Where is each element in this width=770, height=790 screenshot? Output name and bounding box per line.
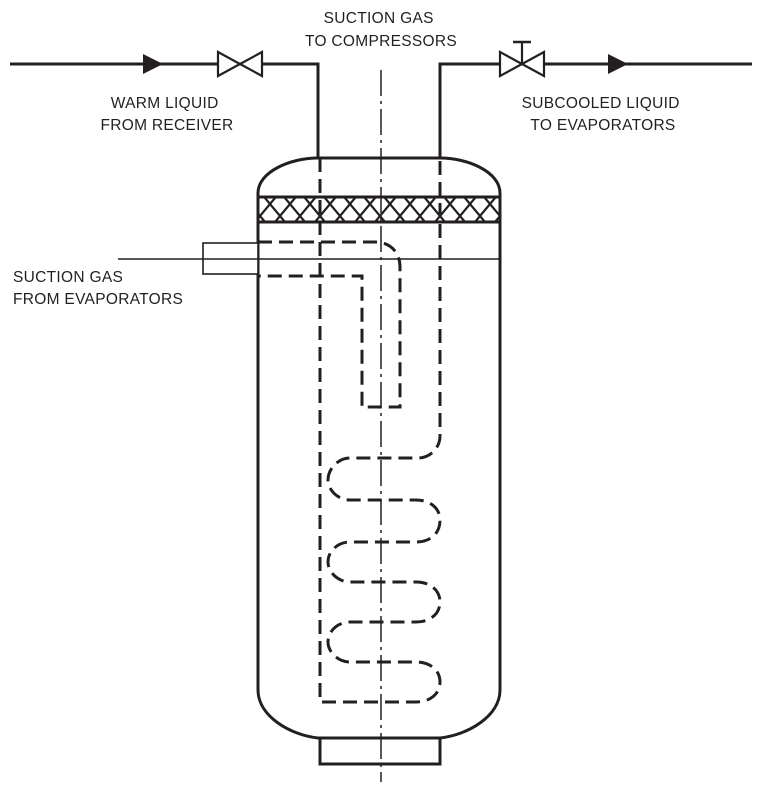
inlet-valve-icon	[216, 50, 264, 78]
subcooled-liquid-outlet-line	[438, 40, 752, 158]
demister-pad	[258, 195, 500, 224]
suction-from-evaporators-label: SUCTION GAS FROM EVAPORATORS	[13, 269, 183, 308]
internal-dip-pipe	[258, 240, 402, 409]
suction-to-compressors-label: SUCTION GAS TO COMPRESSORS	[305, 10, 457, 50]
sump-leg	[318, 738, 442, 766]
warm-liquid-label: WARM LIQUID FROM RECEIVER	[100, 95, 233, 134]
subcooled-liquid-label: SUBCOOLED LIQUID TO EVAPORATORS	[522, 95, 685, 134]
warm-liquid-inlet-line	[10, 50, 320, 158]
internal-coil	[318, 158, 442, 704]
control-valve-icon	[498, 40, 546, 78]
suction-inlet-nozzle	[118, 242, 259, 275]
vessel	[256, 156, 502, 740]
flow-arrow-icon	[143, 54, 163, 74]
flow-arrow-icon	[608, 54, 628, 74]
